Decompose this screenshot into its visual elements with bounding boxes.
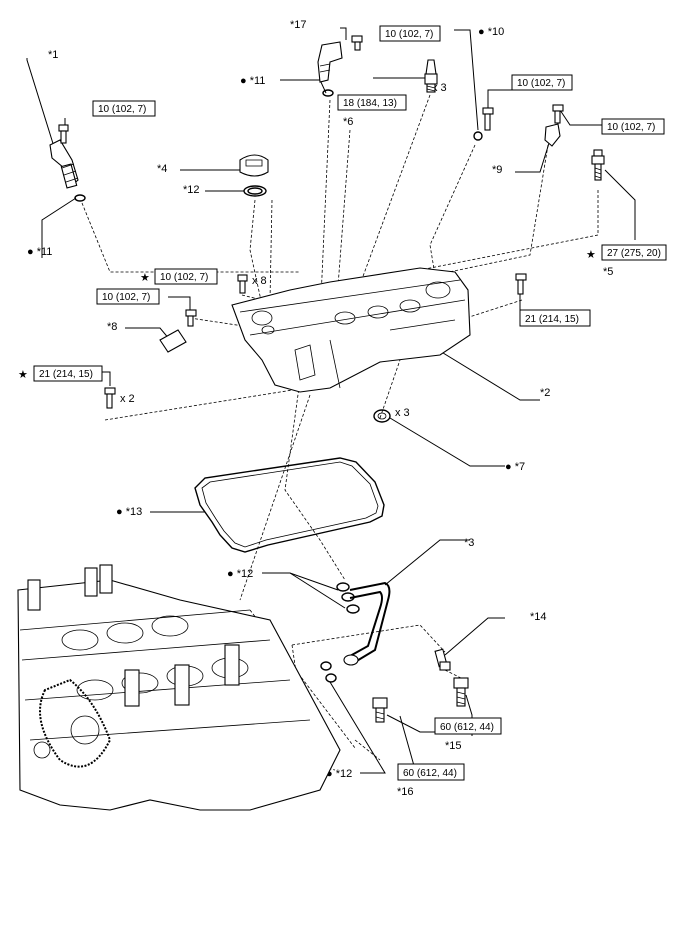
valve-lifters	[27, 564, 240, 707]
bolt-icon	[515, 273, 527, 295]
torque-boxes: 10 (102, 7) 18 (184, 13) 10 (102, 7) 10 …	[33, 25, 667, 781]
callout-1: *1	[48, 49, 58, 61]
torque-box-spark-plug: 18 (184, 13)	[343, 98, 397, 109]
o-ring-icon	[74, 194, 86, 202]
bolt-icon	[237, 274, 248, 294]
torque-box-right: 21 (214, 15)	[525, 314, 579, 325]
callout-12-top: *12	[183, 184, 200, 196]
torque-box-5: 27 (275, 20)	[607, 248, 661, 259]
callout-8: *8	[107, 321, 117, 333]
cylinder-head-cover	[231, 267, 471, 393]
torque-box-8: 10 (102, 7)	[102, 292, 150, 303]
timing-chain	[33, 678, 112, 768]
gasket-icon	[247, 187, 263, 195]
camshaft-sensor-icon	[317, 41, 343, 83]
oil-filler-cap-icon	[239, 154, 269, 177]
union-bolt-icon	[434, 648, 451, 671]
callout-12-bot: ● *12	[326, 768, 352, 780]
bolt-icon	[58, 124, 69, 144]
o-ring-icon	[322, 89, 334, 97]
callout-9: *9	[492, 164, 502, 176]
qty-spark-plug: x 3	[432, 82, 447, 94]
callout-15: *15	[445, 740, 462, 752]
sensor-icon	[159, 309, 197, 353]
torque-box-1: 10 (102, 7)	[98, 104, 146, 115]
callout-11-left: ● *11	[27, 246, 52, 258]
callout-13: ● *13	[116, 506, 142, 518]
callout-12-mid: ● *12	[227, 568, 253, 580]
stud-bolt-icon	[591, 149, 605, 181]
engine-block	[17, 564, 341, 811]
leader-lines	[26, 27, 636, 781]
bolt-icon	[104, 387, 116, 409]
callout-labels: *1 *2 *3 *4 *5 *6 ● *7 *8 *9 ● *10 ● *11…	[27, 19, 613, 798]
callout-2: *2	[540, 387, 550, 399]
callout-5: *5	[603, 266, 613, 278]
star-icon: ★	[18, 369, 28, 381]
callout-6: *6	[343, 116, 353, 128]
callout-7: ● *7	[505, 461, 525, 473]
star-icon: ★	[586, 249, 596, 261]
callout-11-top: ● *11	[240, 75, 265, 87]
callout-16: *16	[397, 786, 414, 798]
bolt-icon	[482, 107, 494, 131]
torque-box-cover: 10 (102, 7)	[160, 272, 208, 283]
gasket-icon	[243, 185, 267, 197]
callout-17: *17	[290, 19, 307, 31]
sensor-icon	[544, 104, 564, 147]
spark-plug-icon	[424, 59, 438, 93]
qty-seals: x 3	[395, 407, 410, 419]
union-bolt-icon	[372, 697, 388, 723]
assembly-dashed-lines	[81, 94, 599, 771]
oil-pipe-icon	[336, 581, 391, 666]
callout-10: ● *10	[478, 26, 504, 38]
quantity-labels: x 3 x 8 x 2 x 3	[120, 82, 447, 419]
callout-3: *3	[464, 537, 474, 549]
callout-4: *4	[157, 163, 167, 175]
oil-control-valve-icon	[49, 139, 79, 189]
qty-cover-bolts: x 8	[252, 275, 267, 287]
callout-14: *14	[530, 611, 547, 623]
gasket-icon	[325, 673, 337, 683]
gasket-icon	[473, 131, 483, 141]
gasket-icon	[320, 661, 332, 671]
torque-box-15: 60 (612, 44)	[440, 722, 494, 733]
spark-plug-tube-seal-icon	[373, 409, 391, 423]
star-icon: ★	[140, 272, 150, 284]
union-bolt-icon	[453, 677, 469, 707]
qty-left-bolts: x 2	[120, 393, 135, 405]
torque-box-17: 10 (102, 7)	[385, 29, 433, 40]
torque-box-9: 10 (102, 7)	[607, 122, 655, 133]
torque-box-16: 60 (612, 44)	[403, 768, 457, 779]
cylinder-head-cover-gasket	[194, 457, 385, 553]
star-symbols: ★ ★ ★	[18, 249, 596, 381]
bolt-icon	[351, 35, 363, 51]
torque-box-left: 21 (214, 15)	[39, 369, 93, 380]
torque-box-10: 10 (102, 7)	[517, 78, 565, 89]
